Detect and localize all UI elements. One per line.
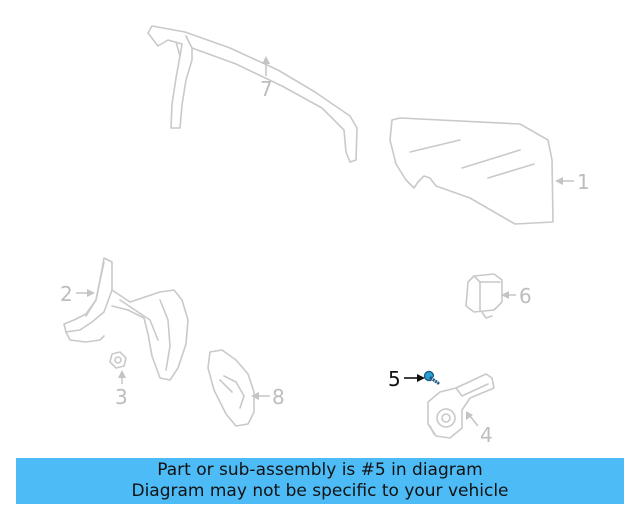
callout-4: 4	[480, 423, 493, 447]
callout-8: 8	[272, 385, 285, 409]
banner-line-part: Part or sub-assembly is #5 in diagram	[157, 460, 483, 480]
part-6-module	[465, 273, 503, 319]
callout-2: 2	[60, 282, 73, 306]
part-1-door-glass	[389, 117, 554, 225]
part-2-window-regulator	[63, 257, 189, 381]
info-banner: Part or sub-assembly is #5 in diagram Di…	[16, 458, 624, 504]
part-8-bracket	[207, 349, 255, 427]
part-4-regulator-motor	[427, 373, 495, 439]
banner-line-disclaimer: Diagram may not be specific to your vehi…	[131, 481, 509, 501]
parts-diagram: 7 1 2 3 8 6 4 5	[60, 25, 590, 447]
callout-6: 6	[519, 284, 532, 308]
callout-1: 1	[577, 170, 590, 194]
part-3-nut	[109, 351, 127, 369]
callout-5: 5	[388, 367, 401, 391]
part-5-bolt	[423, 370, 440, 385]
callout-7: 7	[260, 77, 273, 101]
callout-3: 3	[115, 385, 128, 409]
leader-lines	[76, 56, 574, 427]
part-7-run-channel	[147, 25, 358, 163]
